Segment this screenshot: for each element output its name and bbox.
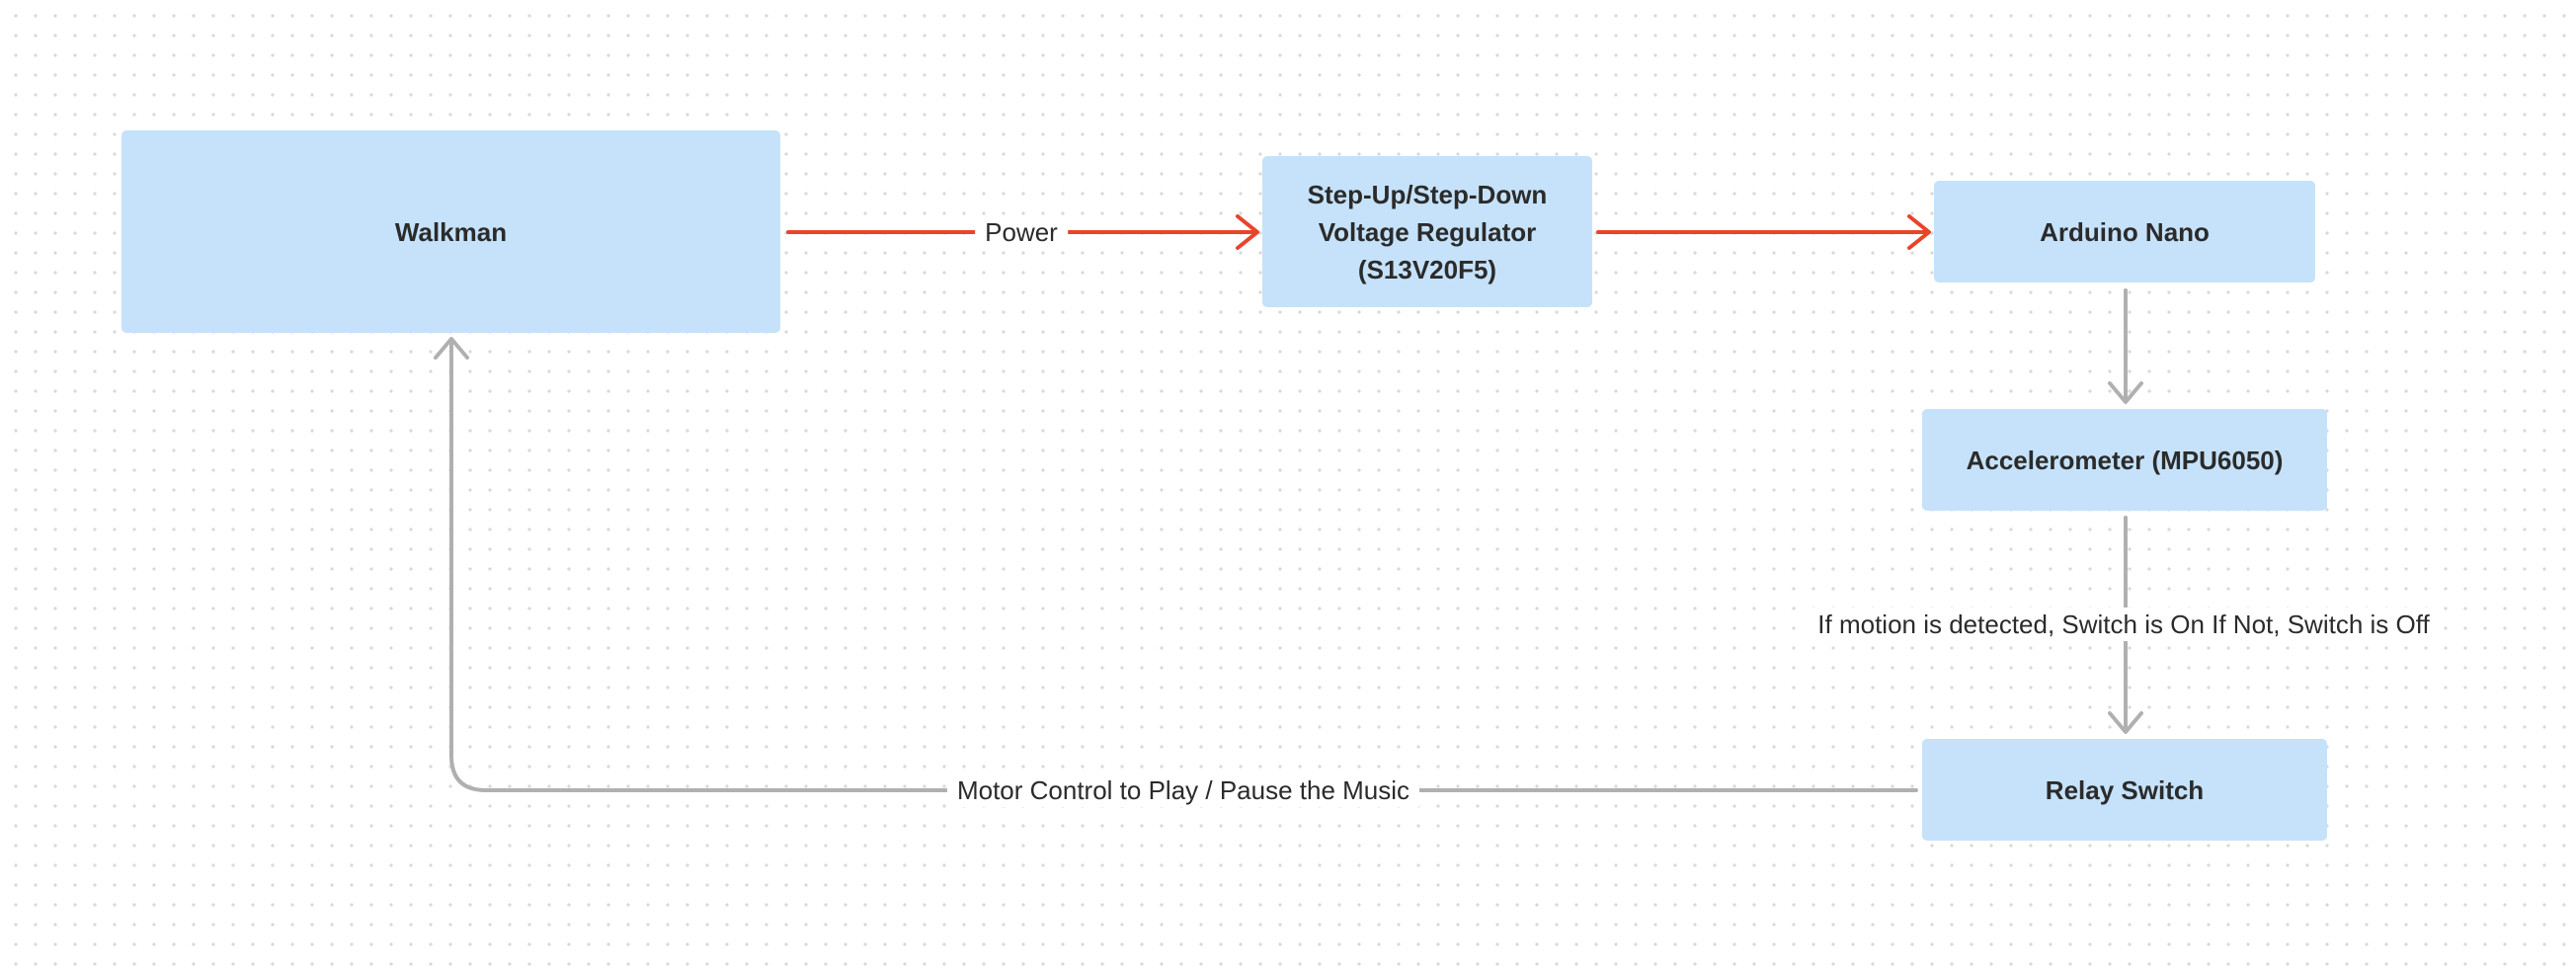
node-relay-switch[interactable]: Relay Switch	[1922, 739, 2327, 841]
arrowhead-walkman	[434, 337, 469, 360]
node-relay-switch-label: Relay Switch	[2045, 774, 2205, 805]
arrowhead-accelerometer	[2108, 381, 2143, 404]
node-accelerometer[interactable]: Accelerometer (MPU6050)	[1922, 409, 2327, 511]
node-voltage-regulator[interactable]: Step-Up/Step-Down Voltage Regulator (S13…	[1262, 156, 1592, 307]
edge-label-motion-condition: If motion is detected, Switch is On If N…	[1808, 608, 2440, 641]
edge-label-motor-control: Motor Control to Play / Pause the Music	[946, 773, 1420, 807]
node-arduino-nano[interactable]: Arduino Nano	[1934, 181, 2315, 283]
connector-relay-to-walkman[interactable]	[449, 339, 1918, 792]
node-accelerometer-label: Accelerometer (MPU6050)	[1966, 445, 2284, 475]
node-walkman-label: Walkman	[394, 216, 508, 247]
node-voltage-regulator-label: Step-Up/Step-Down Voltage Regulator (S13…	[1307, 179, 1548, 284]
arrowhead-regulator	[1236, 214, 1259, 250]
node-walkman[interactable]: Walkman	[121, 130, 780, 333]
node-arduino-nano-label: Arduino Nano	[2040, 216, 2210, 247]
arrowhead-arduino	[1907, 214, 1931, 250]
edge-label-power: Power	[975, 215, 1068, 249]
arrowhead-relay	[2108, 711, 2143, 734]
